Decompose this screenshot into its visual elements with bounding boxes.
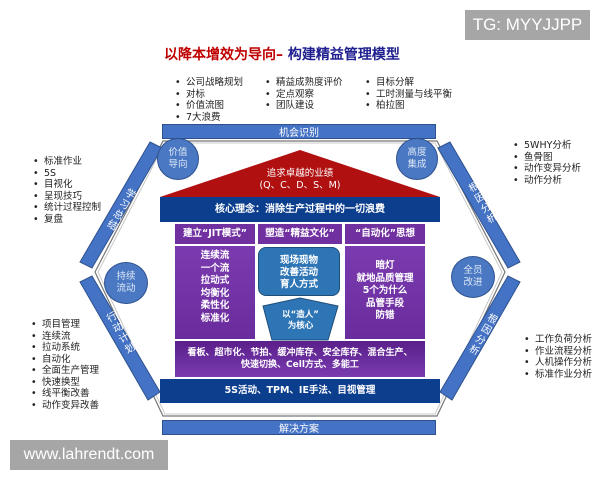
bar-upper-left [79, 141, 163, 269]
list-item: 项目管理 [31, 319, 99, 331]
list-item: 人机操作分析 [524, 357, 592, 369]
list-item: 全面生产管理 [31, 365, 99, 377]
watermark-badge-bottom: www.lahrendt.com [10, 440, 168, 470]
top-list-1: 公司战略规划对标价值流图7大浪费 [174, 77, 243, 123]
list-item: 价值流图 [175, 100, 243, 112]
circle-value-oriented: 价值 导向 [157, 138, 199, 180]
pillar-item: 育人方式 [279, 279, 318, 290]
list-item: 动作变异改善 [31, 400, 99, 412]
list-item: 工作负荷分析 [524, 334, 592, 346]
pillar-item: 5个为什么 [362, 285, 408, 296]
right-lower-list: 工作负荷分析作业流程分析人机操作分析标准作业分析 [523, 334, 592, 380]
core-pentagon [262, 297, 339, 341]
pillar-item: 暗灯 [375, 260, 395, 271]
list-item: 工时测量与线平衡 [365, 89, 452, 101]
bar-upper-right [437, 141, 521, 269]
pillar-left: 连续流一个流拉动式均衡化柔性化标准化 [175, 246, 255, 339]
pillar-item: 一个流 [200, 262, 230, 274]
list-item: 目标分解 [365, 77, 452, 89]
list-item: 统计过程控制 [33, 202, 101, 214]
list-item: 连续流 [31, 331, 99, 343]
roof-text: 追求卓越的业绩(Q、C、D、S、M) [220, 168, 380, 192]
pillar-item: 均衡化 [200, 287, 230, 299]
pillar-center-header: 塑造“精益文化” [258, 224, 342, 244]
bar-lower-right [439, 275, 521, 401]
pillar-item: 改善活动 [279, 267, 318, 278]
list-item: 公司战略规划 [175, 77, 243, 89]
list-item: 精益成熟度评价 [265, 77, 342, 89]
list-item: 5S [33, 168, 101, 180]
list-item: 标准作业分析 [524, 369, 592, 381]
list-item: 定点观察 [265, 89, 343, 101]
list-item: 作业流程分析 [524, 346, 592, 358]
list-item: 动作变异分析 [513, 163, 581, 175]
tools-band: 看板、超市化、节拍、缓冲库存、安全库存、混合生产、 快速切换、Cell方式、多能… [175, 341, 425, 377]
roof-triangle [160, 150, 440, 197]
title-red: 以降本增效为导向– [164, 47, 283, 63]
watermark-badge-top: TG: MYYJJPP [465, 10, 590, 40]
left-lower-list: 项目管理连续流拉动系统自动化全面生产管理快速换型线平衡改善动作变异改善 [30, 319, 99, 411]
left-upper-list: 标准作业5S目视化呈现技巧统计过程控制复盘 [32, 156, 101, 225]
foundation-band: 5S活动、TPM、IE手法、目视管理 [160, 379, 440, 403]
right-upper-list: 5WHY分析鱼骨图动作变异分析动作分析 [512, 140, 581, 186]
list-item: 复盘 [33, 214, 101, 226]
pentagon-text: 以“造人” 为核心 [282, 310, 319, 331]
list-item: 对标 [175, 89, 243, 101]
pillar-item: 连续流 [200, 250, 230, 261]
list-item: 7大浪费 [175, 112, 243, 124]
circle-all-staff-improvement: 全员 改进 [451, 256, 495, 298]
roof-line1: 追求卓越的业绩 [266, 168, 334, 179]
pillar-item: 现场现物 [279, 255, 318, 266]
top-list-3: 目标分解工时测量与线平衡柏拉图 [364, 77, 452, 112]
circle-continuous-flow: 持续 流动 [104, 262, 148, 304]
list-item: 线平衡改善 [31, 388, 99, 400]
title-blue: 构建精益管理模型 [283, 47, 400, 63]
list-item: 5WHY分析 [513, 140, 581, 152]
list-item: 柏拉图 [365, 100, 452, 112]
list-item: 快速换型 [31, 377, 99, 389]
list-item: 标准作业 [33, 156, 101, 168]
top-list-2: 精益成熟度评价定点观察团队建设 [264, 77, 343, 112]
pillar-item: 标准化 [200, 312, 230, 324]
list-item: 动作分析 [513, 175, 581, 187]
pillar-item: 就地品质管理 [356, 272, 414, 284]
list-item: 目视化 [33, 179, 101, 191]
list-item: 拉动系统 [31, 342, 99, 354]
diagram-title: 以降本增效为导向– 构建精益管理模型 [164, 44, 400, 64]
list-item: 团队建设 [265, 100, 343, 112]
bar-solution: 解决方案 [162, 420, 436, 435]
pillar-item: 品管手段 [365, 297, 404, 309]
roof-line2: (Q、C、D、S、M) [259, 180, 341, 191]
list-item: 自动化 [31, 354, 99, 366]
bar-opportunity-identification: 机会识别 [162, 124, 436, 139]
pillar-item: 防错 [375, 310, 395, 321]
pillar-right-header: “自动化”思想 [345, 224, 425, 244]
list-item: 呈现技巧 [33, 191, 101, 203]
pillar-item: 柔性化 [200, 300, 230, 311]
pillar-item: 拉动式 [200, 275, 230, 286]
core-concept-bar: 核心理念：消除生产过程中的一切浪费 [160, 197, 440, 222]
circle-high-integration: 高度 集成 [396, 138, 438, 180]
pillar-left-header: 建立“JIT模式” [175, 224, 255, 244]
list-item: 鱼骨图 [513, 152, 581, 164]
pillar-center-box: 现场现物改善活动育人方式 [258, 247, 340, 296]
